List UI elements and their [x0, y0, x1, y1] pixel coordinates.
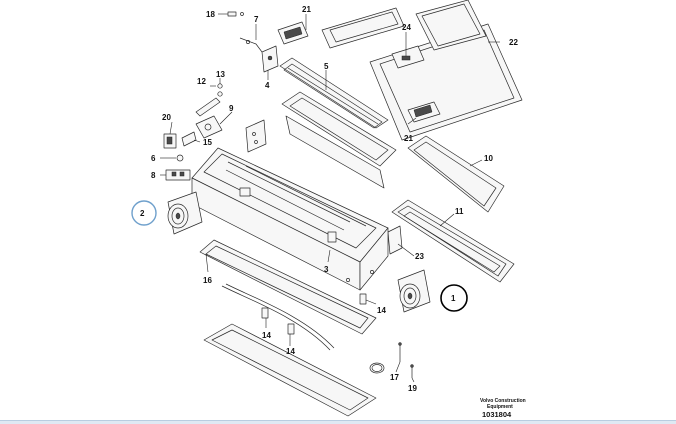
- callout-22: 22: [509, 38, 518, 47]
- nut-part-13: [217, 83, 223, 97]
- bottom-plate-part-16: [199, 239, 377, 335]
- leader-lines: [160, 13, 500, 383]
- screw-part-19: [410, 364, 414, 378]
- caption-line-2: Equipment: [487, 404, 513, 410]
- callout-3: 3: [324, 265, 329, 274]
- callout-8: 8: [151, 171, 156, 180]
- relay-part-8: [165, 169, 191, 181]
- callout-21-lower: 21: [404, 134, 413, 143]
- caption-line-1: Volvo Construction: [480, 398, 526, 404]
- drain-fitting-14-a: [359, 293, 367, 305]
- callout-23: 23: [415, 252, 424, 261]
- gasket-part-23: [387, 225, 403, 255]
- highlight-circle-part-2: [131, 200, 157, 226]
- callout-5: 5: [324, 62, 329, 71]
- callout-10: 10: [484, 154, 493, 163]
- callout-19: 19: [408, 384, 417, 393]
- callout-2: 2: [140, 209, 145, 218]
- blower-part-2: [167, 191, 203, 235]
- clip-part-18: [227, 11, 244, 17]
- callout-14-left: 14: [262, 331, 271, 340]
- strip-part-21-top: [277, 7, 405, 49]
- caption-drawing-number: 1031804: [482, 410, 512, 419]
- callout-13: 13: [216, 70, 225, 79]
- clamp-ring: [369, 362, 385, 374]
- actuator-part-9: [195, 115, 223, 139]
- sensor-part-6: [176, 154, 184, 162]
- top-cover-part-22: [369, 0, 523, 141]
- drain-fitting-14-c: [287, 323, 295, 335]
- bracket-part-4: [261, 45, 279, 73]
- filter-frame-part-10: [407, 135, 505, 213]
- callout-14-right: 14: [377, 306, 386, 315]
- drain-fitting-14-b: [261, 307, 269, 319]
- callout-11: 11: [455, 207, 464, 216]
- heater-housing-part-3: [191, 147, 389, 291]
- connector-part-15: [181, 131, 197, 147]
- callout-1: 1: [451, 294, 456, 303]
- linkage-part-7: [239, 37, 263, 53]
- strip-part-21-lower: [407, 101, 441, 123]
- hose-tube: [221, 283, 335, 351]
- callout-14-mid: 14: [286, 347, 295, 356]
- callout-24: 24: [402, 23, 411, 32]
- shaft-part-12: [195, 97, 221, 117]
- switch-part-20: [163, 133, 177, 149]
- callout-18: 18: [206, 10, 215, 19]
- callout-7: 7: [254, 15, 259, 24]
- bottom-tray: [203, 323, 377, 417]
- callout-12: 12: [197, 77, 206, 86]
- blower-part-1: [397, 269, 431, 313]
- screw-part-17: [398, 342, 402, 362]
- callout-6: 6: [151, 154, 156, 163]
- callout-20: 20: [162, 113, 171, 122]
- highlight-circle-part-1: [440, 284, 468, 312]
- callout-15: 15: [203, 138, 212, 147]
- callout-21-top: 21: [302, 5, 311, 14]
- callout-16: 16: [203, 276, 212, 285]
- window-bottom-edge: [0, 420, 676, 424]
- channel-part-5: [279, 57, 389, 129]
- plate-part-right: [245, 119, 267, 153]
- callout-4: 4: [265, 81, 270, 90]
- air-guide-frame: [281, 91, 397, 189]
- filter-frame-part-11: [391, 199, 515, 283]
- callout-17: 17: [390, 373, 399, 382]
- callout-9: 9: [229, 104, 234, 113]
